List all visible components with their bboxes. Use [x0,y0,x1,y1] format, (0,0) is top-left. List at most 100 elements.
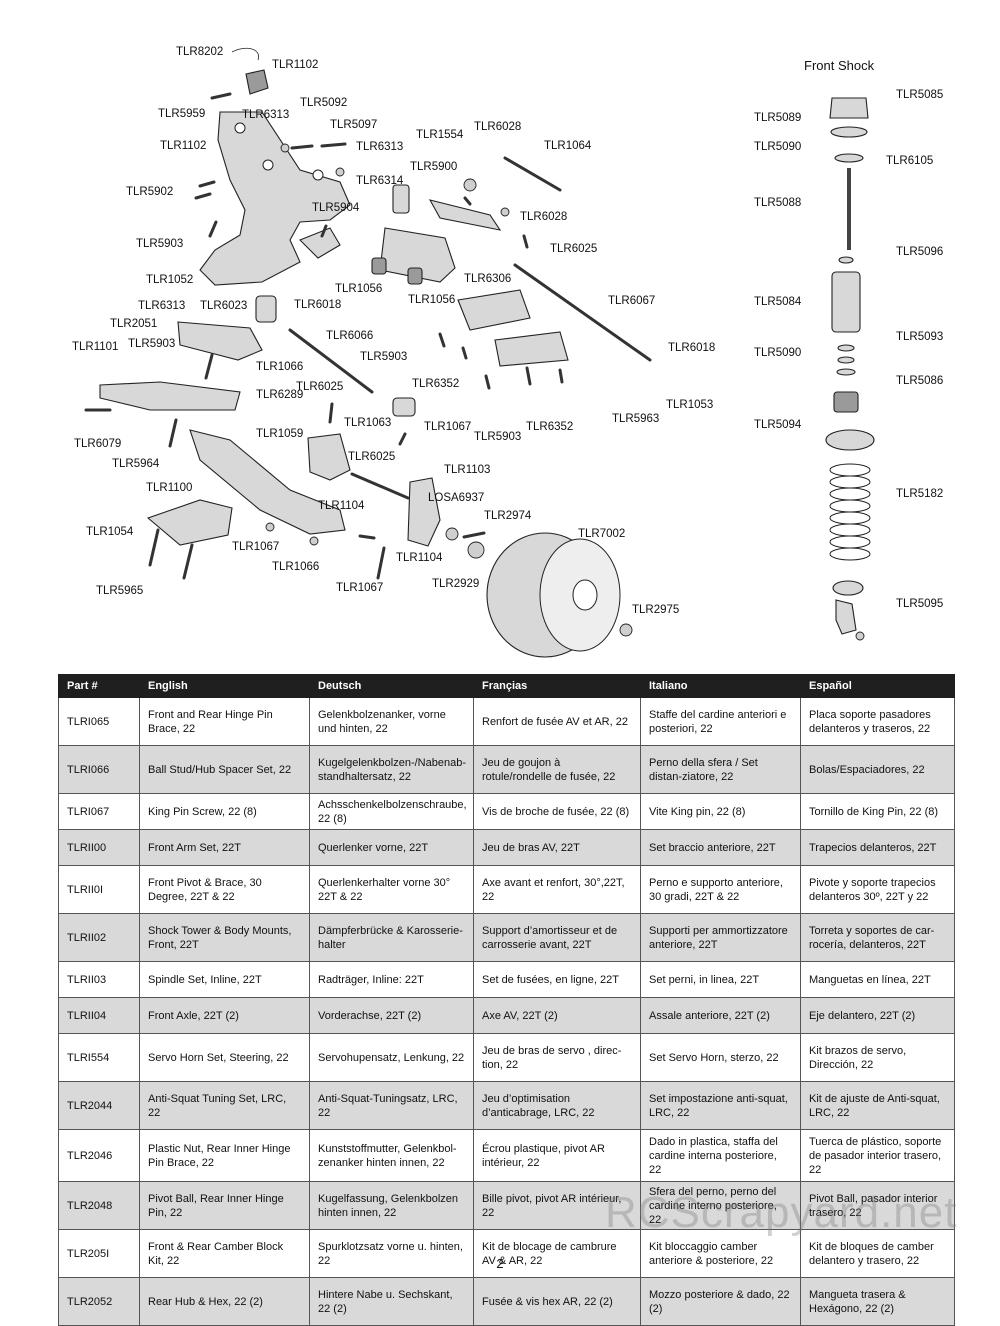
cell-italiano: Perno e supporto anteriore, 30 gradi, 22… [640,865,801,914]
cell-italiano: Set impostazione anti-squat, LRC, 22 [640,1081,801,1130]
cell-part-number: TLR2046 [58,1129,140,1182]
part-callout: TLR5903 [474,431,521,443]
shock-spring [829,463,871,561]
cell-italiano: Mozzo posteriore & dado, 22 (2) [640,1277,801,1326]
part-callout: TLR6018 [668,342,715,354]
part-callout: TLR1066 [272,561,319,573]
cell-deutsch: Gelenkbolzenanker, vorne und hinten, 22 [309,697,474,746]
cell-italiano: Assale anteriore, 22T (2) [640,997,801,1034]
cell-english: Front Axle, 22T (2) [139,997,310,1034]
part-callout: TLR5097 [330,119,377,131]
page-number: 2 [496,1256,504,1271]
cell-francais: Axe avant et renfort, 30°,22T, 22 [473,865,641,914]
part-callout: TLR6025 [348,451,395,463]
cell-part-number: TLRII04 [58,997,140,1034]
part-callout: TLR1059 [256,428,303,440]
cell-deutsch: Kunststoffmutter, Gelenkbol-zenanker hin… [309,1129,474,1182]
part-callout: LOSA6937 [428,492,484,504]
cell-francais: Support d’amortisseur et de carrosserie … [473,913,641,962]
part-callout: TLR1101 [72,341,118,353]
cell-francais: Jeu d’optimisation d’anticabrage, LRC, 2… [473,1081,641,1130]
cell-english: Front Pivot & Brace, 30 Degree, 22T & 22 [139,865,310,914]
part-callout: TLR6289 [256,389,303,401]
cell-espanol: Tornillo de King Pin, 22 (8) [800,793,955,830]
part-callout: TLR6306 [464,273,511,285]
part-callout: TLR6066 [326,330,373,342]
cell-part-number: TLRII02 [58,913,140,962]
cell-francais: Jeu de bras AV, 22T [473,829,641,866]
cell-english: Pivot Ball, Rear Inner Hinge Pin, 22 [139,1181,310,1230]
cell-espanol: Manguetas en línea, 22T [800,961,955,998]
part-callout: TLR5900 [410,161,457,173]
part-callout: TLR1054 [86,526,134,538]
part-callout: TLR1102 [272,59,318,71]
cell-deutsch: Vorderachse, 22T (2) [309,997,474,1034]
steering-illustration [438,156,652,390]
header-deutsch: Deutsch [309,674,474,698]
part-callout: TLR6079 [74,438,121,450]
part-callout: TLR6313 [356,141,403,153]
cell-francais: Renfort de fusée AV et AR, 22 [473,697,641,746]
part-callout: TLR5964 [112,458,160,470]
part-callout: TLR2974 [484,510,532,522]
part-callout: TLR1053 [666,399,713,411]
part-callout: TLR7002 [578,528,625,540]
shock-tower-illustration [194,47,410,286]
cell-deutsch: Servohupensatz, Lenkung, 22 [309,1033,474,1082]
part-callout: TLR6028 [474,121,521,133]
cell-part-number: TLRI065 [58,697,140,746]
front-shock-illustration [825,97,875,641]
cell-deutsch: Querlenker vorne, 22T [309,829,474,866]
part-callout: TLR5088 [754,197,801,209]
cell-espanol: Kit de ajuste de Anti-squat, LRC, 22 [800,1081,955,1130]
cell-francais: Jeu de bras de servo , direc-tion, 22 [473,1033,641,1082]
part-callout: TLR1067 [336,582,383,594]
part-callout: TLR6314 [356,175,404,187]
part-callout: TLR5902 [126,186,173,198]
cell-espanol: Kit brazos de servo, Dirección, 22 [800,1033,955,1082]
spindle-illustration [307,397,486,580]
cell-part-number: TLRII03 [58,961,140,998]
part-callout: TLR5965 [96,585,143,597]
part-callout: TLR1063 [344,417,391,429]
cell-francais: Jeu de goujon à rotule/rondelle de fusée… [473,745,641,794]
part-callout: TLR6067 [608,295,655,307]
wheel-illustration [486,532,633,658]
part-callout: TLR6025 [296,381,343,393]
part-callout: TLR5095 [896,598,943,610]
part-callout: TLR6023 [200,300,247,312]
header-part-number: Part # [58,674,140,698]
front-arm-illustration [84,295,374,580]
part-callout: TLR5903 [128,338,175,350]
cell-italiano: Dado in plastica, staffa del cardine int… [640,1129,801,1182]
cell-english: Anti-Squat Tuning Set, LRC, 22 [139,1081,310,1130]
cell-italiano: Supporti per ammortizzatore anteriore, 2… [640,913,801,962]
cell-italiano: Set braccio anteriore, 22T [640,829,801,866]
part-callout: TLR1066 [256,361,303,373]
cell-italiano: Staffe del cardine anteriori e posterior… [640,697,801,746]
part-callout: TLR6352 [412,378,459,390]
cell-english: Ball Stud/Hub Spacer Set, 22 [139,745,310,794]
part-callout: TLR6028 [520,211,567,223]
cell-english: King Pin Screw, 22 (8) [139,793,310,830]
cell-part-number: TLRI067 [58,793,140,830]
part-callout: TLR5092 [300,97,347,109]
cell-espanol: Tuerca de plástico, soporte de pasador i… [800,1129,955,1182]
header-italiano: Italiano [640,674,801,698]
parts-table: Part # English Deutsch Françias Italiano… [58,674,955,1326]
part-callout: TLR1067 [424,421,471,433]
cell-english: Shock Tower & Body Mounts, Front, 22T [139,913,310,962]
part-callout: TLR2051 [110,318,157,330]
cell-part-number: TLR2044 [58,1081,140,1130]
cell-english: Front Arm Set, 22T [139,829,310,866]
header-francais: Françias [473,674,641,698]
cell-english: Spindle Set, Inline, 22T [139,961,310,998]
part-callout: TLR5090 [754,141,801,153]
part-callout: TLR1056 [408,294,455,306]
